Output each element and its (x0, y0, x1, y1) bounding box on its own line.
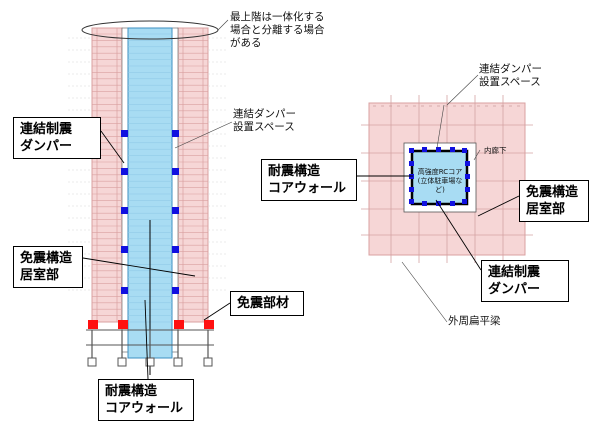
core-wall-callout-elevation: 耐震構造 コアウォール (98, 379, 194, 421)
damper-marker-plan (409, 161, 414, 166)
leader-core-elevation (144, 299, 149, 380)
isolator-marker (204, 320, 214, 329)
building-elevation (68, 20, 226, 375)
gap-right (171, 27, 179, 353)
damper-marker (172, 207, 179, 214)
isolator-marker (118, 320, 128, 329)
damper-marker-plan (465, 187, 470, 192)
leader-lines (82, 19, 520, 380)
damper-marker-plan (450, 201, 455, 206)
damper-marker (121, 168, 128, 175)
damper-marker (121, 207, 128, 214)
footing (145, 357, 155, 367)
damper-marker-plan (409, 199, 414, 204)
isolator-marker (174, 320, 184, 329)
leader-isolator (203, 302, 231, 321)
footing (173, 357, 183, 367)
damper-marker (121, 130, 128, 137)
isolated-residential-callout-plan: 免震構造 居室部 (519, 180, 589, 222)
damper-callout-plan: 連結制震 ダンパー (481, 260, 569, 302)
damper-marker-plan (409, 148, 414, 153)
damper-marker-plan (462, 199, 467, 204)
damper-space-note-elevation: 連結ダンパー 設置スペース (233, 108, 296, 133)
damper-marker (172, 130, 179, 137)
leader-top-note (217, 19, 229, 31)
damper-marker-plan (409, 187, 414, 192)
footing (203, 357, 213, 367)
leader-damper-space-plan (446, 74, 479, 106)
perimeter-beam-note: 外周扁平梁 (448, 315, 501, 327)
core-inner-label: 高強度RCコア (立体駐車場など) (417, 168, 463, 194)
damper-marker (172, 168, 179, 175)
footing (117, 357, 127, 367)
leader-perimeter-beam (401, 261, 448, 323)
isolated-residential-callout-elevation: 免震構造 居室部 (13, 246, 83, 288)
damper-callout-elevation: 連結制震 ダンパー (13, 117, 101, 159)
leader-damper-space-elevation (174, 121, 233, 149)
damper-marker-plan (422, 147, 427, 152)
top-floor-note: 最上階は一体化する 場合と分離する場合 がある (230, 11, 325, 49)
gap-left (121, 27, 129, 353)
leader-residential-elevation (82, 257, 196, 277)
damper-marker-plan (462, 148, 467, 153)
leader-damper-elevation (100, 130, 125, 164)
isolator-marker (88, 320, 98, 329)
leader-damper-space-plan-2 (436, 104, 445, 149)
inner-corridor-note: 内廊下 (484, 146, 507, 155)
damper-marker (172, 246, 179, 253)
leader-residential-plan (477, 195, 520, 217)
damper-marker-plan (409, 174, 414, 179)
damper-marker (121, 287, 128, 294)
building-plan (361, 95, 533, 263)
damper-marker-plan (450, 147, 455, 152)
leader-damper-plan (435, 199, 482, 271)
damper-marker-plan (465, 174, 470, 179)
damper-marker-plan (436, 147, 441, 152)
damper-space-note-plan: 連結ダンパー 設置スペース (479, 63, 542, 88)
isolator-callout: 免震部材 (230, 291, 304, 316)
leader-inner-corridor (473, 149, 481, 161)
footing (87, 357, 97, 367)
core-wall-callout-plan: 耐震構造 コアウォール (261, 159, 357, 201)
damper-marker (121, 246, 128, 253)
damper-marker-plan (422, 201, 427, 206)
damper-marker-plan (465, 161, 470, 166)
damper-marker (172, 287, 179, 294)
